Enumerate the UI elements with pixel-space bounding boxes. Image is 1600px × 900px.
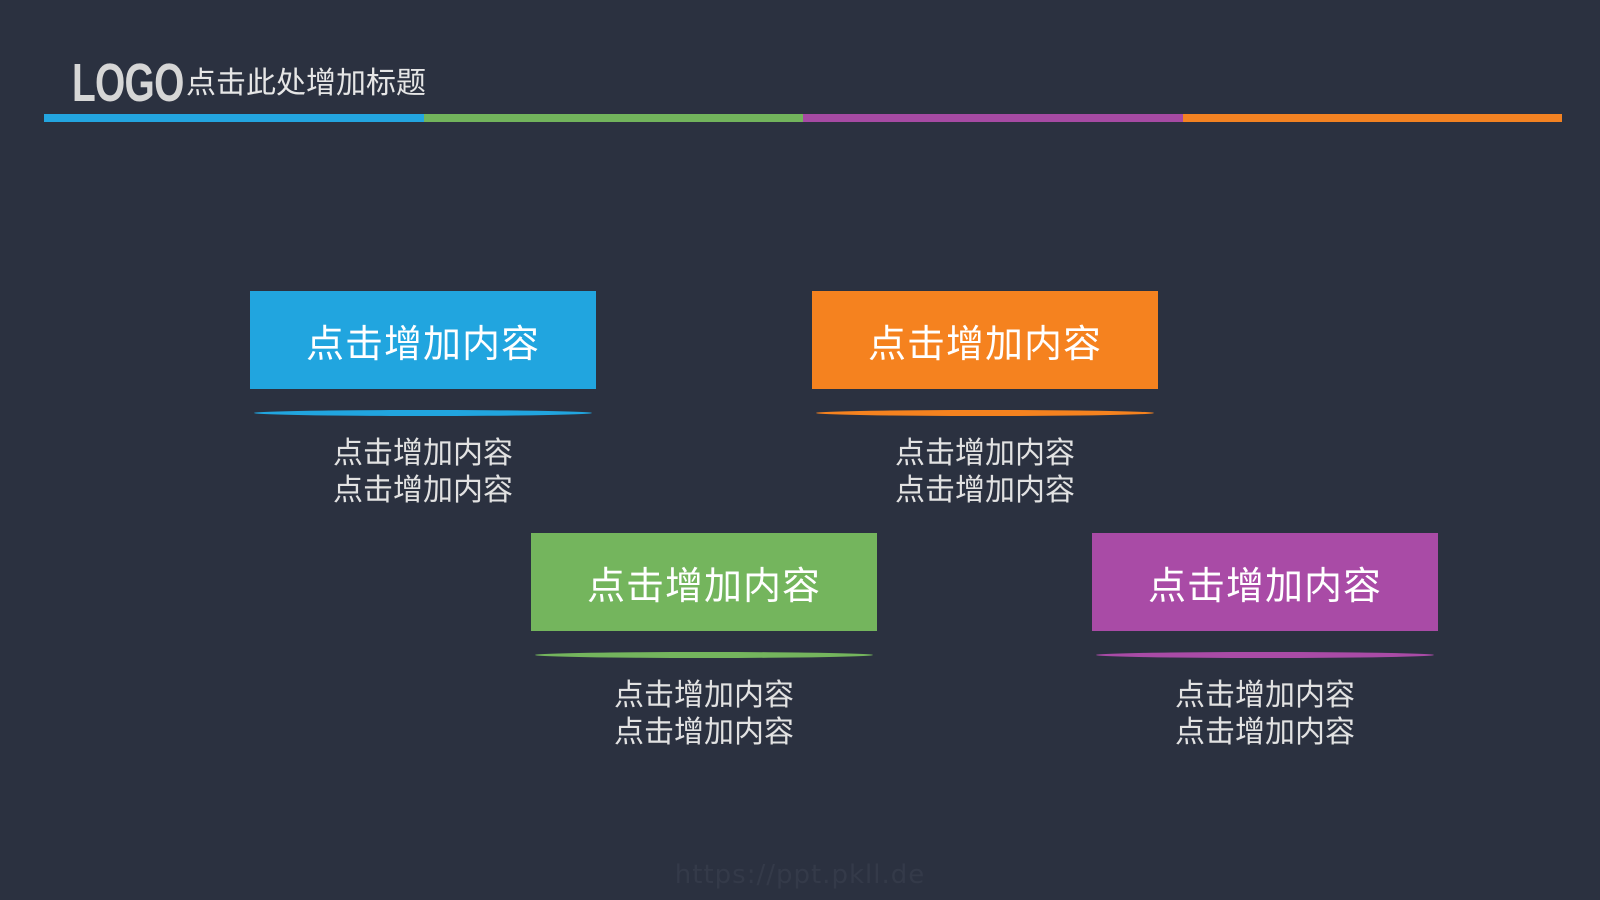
card-blue-underline bbox=[254, 410, 592, 416]
card-orange: 点击增加内容 点击增加内容 点击增加内容 bbox=[812, 291, 1158, 508]
card-blue-box[interactable]: 点击增加内容 bbox=[250, 291, 596, 389]
slide-title[interactable]: 点击此处增加标题 bbox=[186, 66, 426, 101]
card-green: 点击增加内容 点击增加内容 点击增加内容 bbox=[531, 533, 877, 750]
card-orange-line-1: 点击增加内容 bbox=[895, 436, 1075, 471]
card-green-line-2: 点击增加内容 bbox=[614, 715, 794, 750]
card-blue: 点击增加内容 点击增加内容 点击增加内容 bbox=[250, 291, 596, 508]
card-blue-line-1: 点击增加内容 bbox=[333, 436, 513, 471]
watermark: https://ppt.pkll.de bbox=[674, 860, 926, 890]
card-purple: 点击增加内容 点击增加内容 点击增加内容 bbox=[1092, 533, 1438, 750]
card-orange-line-2: 点击增加内容 bbox=[895, 473, 1075, 508]
card-purple-description[interactable]: 点击增加内容 点击增加内容 bbox=[1092, 677, 1438, 751]
card-blue-line-2: 点击增加内容 bbox=[333, 473, 513, 508]
card-orange-box[interactable]: 点击增加内容 bbox=[812, 291, 1158, 389]
card-orange-description[interactable]: 点击增加内容 点击增加内容 bbox=[812, 435, 1158, 509]
card-purple-underline bbox=[1096, 652, 1434, 658]
card-green-description[interactable]: 点击增加内容 点击增加内容 bbox=[531, 677, 877, 751]
divider-segment-blue bbox=[44, 114, 424, 122]
divider-segment-orange bbox=[1182, 114, 1562, 122]
card-purple-box[interactable]: 点击增加内容 bbox=[1092, 533, 1438, 631]
card-orange-underline bbox=[816, 410, 1154, 416]
card-green-box[interactable]: 点击增加内容 bbox=[531, 533, 877, 631]
card-blue-description[interactable]: 点击增加内容 点击增加内容 bbox=[250, 435, 596, 509]
card-purple-line-1: 点击增加内容 bbox=[1175, 678, 1355, 713]
divider-segment-purple bbox=[803, 114, 1183, 122]
card-green-underline bbox=[535, 652, 873, 658]
divider-segment-green bbox=[423, 114, 803, 122]
logo: LOGO bbox=[72, 53, 184, 113]
card-purple-line-2: 点击增加内容 bbox=[1175, 715, 1355, 750]
card-green-line-1: 点击增加内容 bbox=[614, 678, 794, 713]
header-color-divider bbox=[44, 114, 1562, 122]
